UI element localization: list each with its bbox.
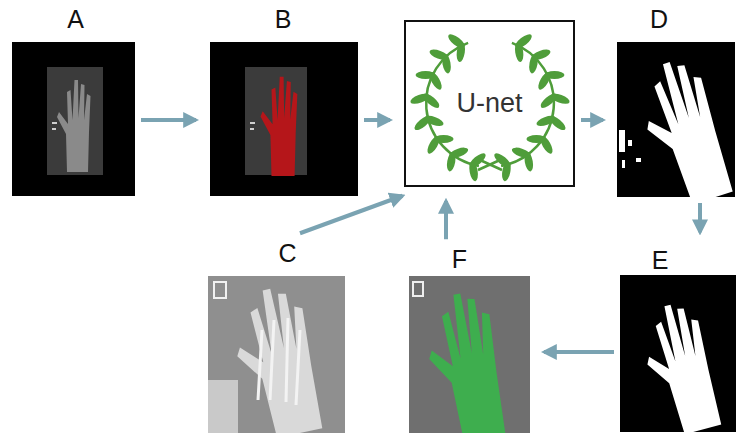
image-area: [620, 275, 736, 432]
xray-input: [12, 42, 135, 196]
image-area: [617, 42, 735, 197]
image-panel: F: [409, 245, 530, 433]
panel-letter: C: [219, 239, 356, 268]
flow-arrow: [581, 118, 603, 122]
flow-arrow: [544, 350, 614, 354]
panel-letter: E: [602, 246, 718, 275]
clean-mask: [620, 275, 736, 432]
flow-arrow: [698, 203, 702, 232]
image-panel: A: [12, 5, 135, 196]
panel-letter: F: [399, 245, 520, 274]
image-area: [210, 42, 358, 196]
panel-letter: A: [14, 5, 137, 34]
model-box: U-net: [404, 20, 575, 187]
model-name: U-net: [456, 88, 522, 119]
image-panel: D: [617, 5, 735, 197]
panel-letter: D: [600, 5, 718, 34]
flow-arrow: [444, 201, 448, 239]
image-panel: C: [208, 239, 345, 433]
image-panel: E: [620, 246, 736, 432]
image-area: [409, 276, 530, 433]
raw-mask: [617, 42, 735, 197]
image-area: [208, 276, 345, 433]
image-area: [12, 42, 135, 196]
xray-new: [208, 276, 345, 433]
flow-arrow: [300, 196, 402, 234]
flow-arrow: [364, 118, 390, 122]
xray-overlay: [409, 276, 530, 433]
flow-arrow: [141, 118, 196, 122]
xray-labelled: [210, 42, 358, 196]
unet-emblem: [404, 20, 575, 187]
image-panel: B: [210, 5, 358, 196]
panel-letter: B: [209, 5, 357, 34]
